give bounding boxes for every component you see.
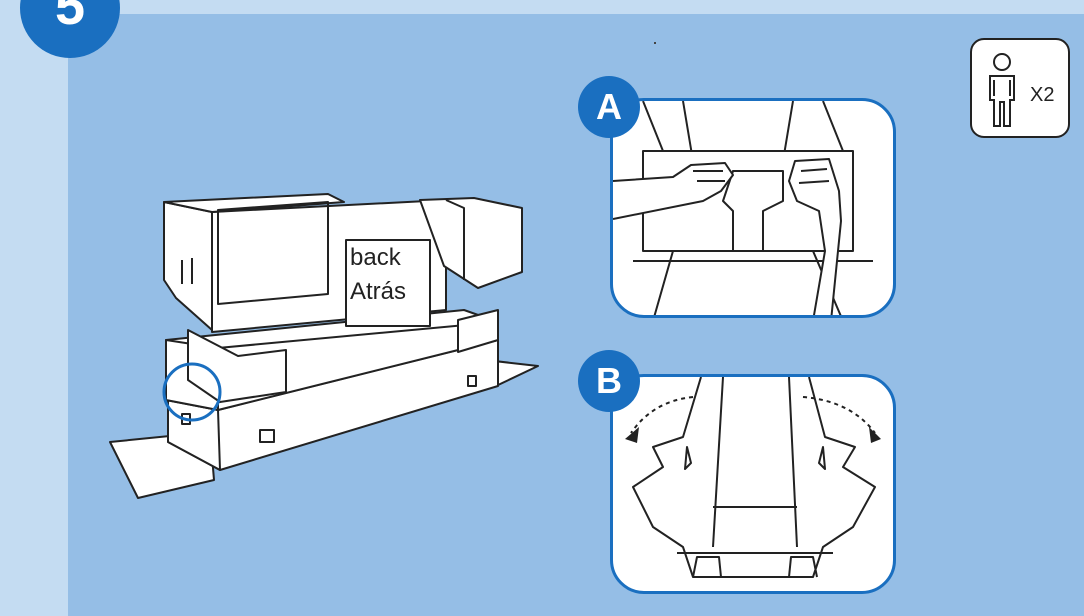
detail-a-panel xyxy=(610,98,896,318)
back-label-text: back xyxy=(350,244,401,271)
detail-b-badge: B xyxy=(578,350,640,412)
hands-inserting-tab-icon xyxy=(613,101,873,315)
fold-sides-outward-icon xyxy=(625,377,881,578)
detail-b-panel xyxy=(610,374,896,594)
speck xyxy=(654,42,656,44)
detail-highlight-circle xyxy=(162,362,222,422)
people-required-box: X2 xyxy=(970,38,1070,138)
person-icon xyxy=(989,53,1015,127)
left-end-cap xyxy=(163,201,213,331)
back-label-sticker xyxy=(345,239,431,327)
people-count-label: X2 xyxy=(1030,84,1055,106)
main-assembly-drawing xyxy=(109,193,539,499)
right-end-cap xyxy=(419,197,523,289)
detail-a-badge: A xyxy=(578,76,640,138)
atras-label-text: Atrás xyxy=(350,278,407,305)
